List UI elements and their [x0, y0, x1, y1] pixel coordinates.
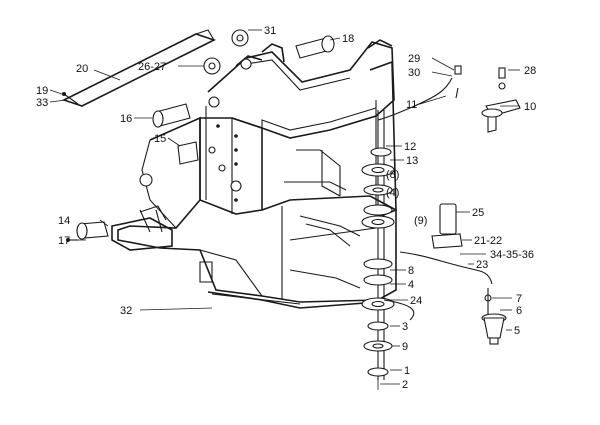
callout-31: 31 [264, 25, 276, 37]
callout-5: 5 [514, 325, 520, 337]
callout-15: 15 [154, 133, 166, 145]
callout-24: 24 [410, 295, 422, 307]
callout-30: 30 [408, 67, 420, 79]
callout-33: 33 [36, 97, 48, 109]
plate-32 [211, 293, 301, 305]
hose-fitting-assembly [377, 65, 521, 133]
callout-9-paren: (9) [414, 215, 427, 227]
callout-6: 6 [516, 305, 522, 317]
callout-28: 28 [524, 65, 536, 77]
callout-34-35-36: 34-35-36 [490, 249, 534, 261]
callout-8: 8 [408, 265, 414, 277]
sensor-25 [439, 203, 457, 235]
callout-1: 1 [404, 365, 410, 377]
top-pin-18 [295, 35, 335, 59]
callout-26-27: 26-27 [138, 61, 166, 73]
callout-21-22: 21-22 [474, 235, 502, 247]
callout-4: 4 [408, 279, 414, 291]
pin-16 [152, 103, 191, 128]
callout-labels: 31 18 20 26-27 19 33 29 30 28 11 10 16 1… [36, 25, 536, 391]
hub-stack [361, 110, 395, 390]
bracket-15 [177, 141, 199, 165]
callout-2: 2 [402, 379, 408, 391]
callout-4-paren: (4) [386, 187, 399, 199]
cable-harness [383, 251, 493, 321]
callout-11: 11 [406, 99, 417, 111]
washer-31 [231, 29, 249, 47]
callout-20: 20 [76, 63, 88, 75]
callout-14: 14 [58, 215, 70, 227]
pin-14 [76, 221, 109, 240]
cover-plate [61, 29, 217, 107]
callout-18: 18 [342, 33, 354, 45]
callout-17: 17 [58, 235, 70, 247]
callout-9: 9 [402, 341, 408, 353]
callout-25: 25 [472, 207, 484, 219]
callout-32: 32 [120, 305, 132, 317]
lube-assembly [481, 288, 507, 345]
callout-12: 12 [404, 141, 416, 153]
leader-lines [49, 29, 520, 385]
callout-3: 3 [402, 321, 408, 333]
callout-8-paren-a: (8) [386, 169, 399, 181]
callout-16: 16 [120, 113, 132, 125]
callout-29: 29 [408, 53, 420, 65]
washer-26-27 [203, 57, 221, 75]
bolt-19-33 [62, 92, 79, 105]
callout-19: 19 [36, 85, 48, 97]
main-frame [111, 39, 397, 309]
callout-23: 23 [476, 259, 488, 271]
callout-10: 10 [524, 101, 536, 113]
callout-13: 13 [406, 155, 418, 167]
bracket-21-22 [431, 233, 463, 249]
callout-7: 7 [516, 293, 522, 305]
